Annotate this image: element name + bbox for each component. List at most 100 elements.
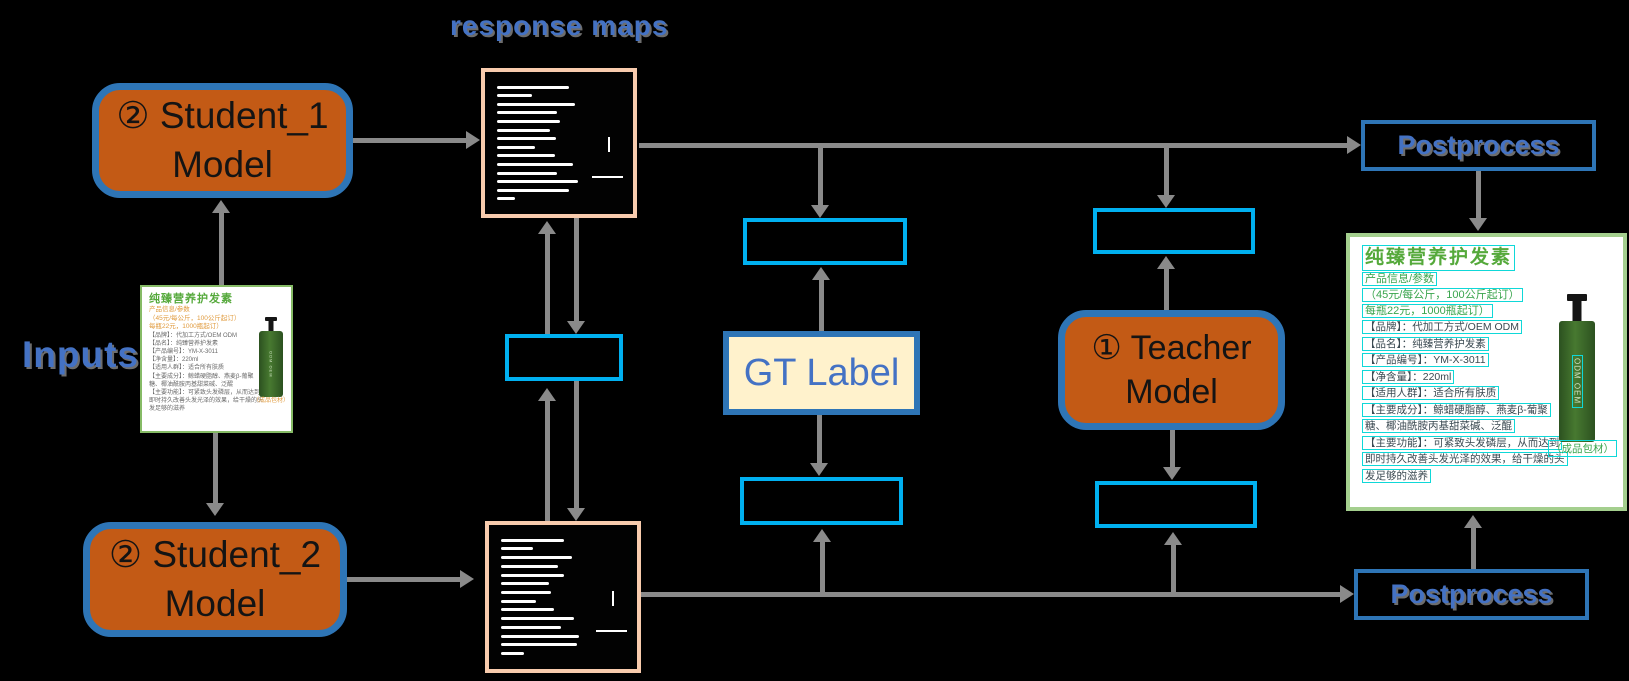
- text-response-line: [501, 599, 537, 603]
- text-response-line: [501, 547, 533, 551]
- text-response-line: [501, 591, 552, 595]
- loss-box-student1-student2: [505, 334, 623, 381]
- text-response-line: [501, 643, 577, 647]
- card-text-line: 【主要成分】：鲸蜡硬脂醇、燕麦β-葡聚: [1362, 402, 1617, 419]
- student1-label-line2: Model: [172, 143, 273, 185]
- arrow-teacher-to-loss-d: [1170, 430, 1175, 467]
- card-text-line: 每瓶22元，1000瓶起订）: [149, 323, 223, 330]
- card-text-line: 【品牌】：代加工方式/OEM ODM: [149, 332, 237, 339]
- arrowhead: [567, 508, 585, 521]
- bottle-label-text: ODM OEM: [268, 350, 274, 378]
- arrowhead: [811, 205, 829, 218]
- arrow-gt-to-loss-c: [817, 415, 822, 463]
- product-title: 纯臻营养护发素: [1362, 245, 1516, 271]
- card-text-line: 【品名】：纯臻营养护发素: [149, 340, 219, 347]
- package-label-mark: [595, 630, 627, 633]
- bottle-label-text: ODM OEM: [1571, 355, 1583, 408]
- response-maps-label: response maps: [450, 10, 669, 41]
- response-map-student1: [481, 68, 637, 218]
- bottle-pump-stem: [1572, 300, 1582, 322]
- arrow-student1-to-map1: [353, 138, 466, 143]
- card-text-line: （45元/每公斤，100公斤起订）: [149, 314, 241, 322]
- card-text-line: 发足够的滋养: [149, 406, 186, 413]
- card-text-line: 【产品编号】：YM-X-3011: [1362, 352, 1617, 369]
- text-response-line: [497, 188, 569, 192]
- loss-box-student1-teacher: [1093, 208, 1255, 254]
- card-text-line: 【产品编号】：YM-X-3011: [149, 348, 218, 355]
- arrowhead: [1157, 195, 1175, 208]
- response-map-lines: [501, 533, 627, 661]
- arrowhead: [1163, 467, 1181, 480]
- arrow-student2-to-map2: [347, 577, 460, 582]
- text-response-line: [497, 145, 535, 149]
- loss-box-student1-gt: [743, 218, 907, 265]
- arrowhead: [567, 321, 585, 334]
- card-text-line: 每瓶22元，1000瓶起订）: [1362, 303, 1617, 319]
- text-response-line: [497, 119, 560, 123]
- bottle-label-mark: [607, 137, 610, 153]
- text-response-line: [497, 94, 533, 98]
- text-response-line: [501, 634, 580, 638]
- text-response-line: [497, 162, 573, 166]
- ocr-result-card: 纯臻营养护发素 产品信息/参数（45元/每公斤，100公斤起订）每瓶22元，10…: [1346, 233, 1627, 511]
- arrowhead: [810, 463, 828, 476]
- arrowhead: [460, 570, 474, 588]
- branch-to-loss-d: [1171, 545, 1176, 592]
- postprocess-top-text: Postprocess: [1397, 130, 1560, 160]
- card-text-line: 产品信息/参数: [149, 306, 190, 313]
- package-label-mark: [591, 175, 623, 178]
- text-response-line: [497, 154, 555, 158]
- text-response-line: [497, 197, 515, 201]
- bottle-body: ODM OEM: [1559, 321, 1595, 442]
- gt-label-node: GT Label: [723, 331, 920, 415]
- response-map-student2: [485, 521, 641, 673]
- card-text-line: 即时持久改善头发光泽的效果，给干燥的头: [1362, 451, 1617, 468]
- card-text-line: 【主要功能】：可紧致头发磷层，从而达到: [149, 389, 261, 396]
- line-map1-to-postprocess: [639, 143, 1347, 148]
- arrow-postprocess-to-card: [1476, 171, 1481, 218]
- arrow-loss-e-to-map2: [574, 381, 579, 508]
- text-response-line: [501, 625, 562, 629]
- bottle-body: ODM OEM: [259, 331, 283, 397]
- postprocess-bottom-node: Postprocess: [1354, 569, 1589, 620]
- package-material-label: （成品包材）: [1548, 440, 1617, 457]
- arrowhead: [1340, 585, 1354, 603]
- text-response-line: [497, 171, 558, 175]
- bottle-pump-icon: [1567, 294, 1587, 301]
- arrowhead: [538, 388, 556, 401]
- product-info-lines: 产品信息/参数（45元/每公斤，100公斤起订）每瓶22元，1000瓶起订）: [1362, 271, 1617, 319]
- card-text-line: 【主要成分】：鲸蜡硬脂醇、燕麦β-葡聚: [149, 373, 254, 380]
- text-response-line: [501, 617, 575, 621]
- gt-label-text: GT Label: [743, 351, 900, 394]
- text-response-line: [501, 582, 549, 586]
- product-bottle: ODM OEM: [259, 317, 283, 397]
- card-text-line: 糖、椰油酰胺丙基甜菜碱、泛醌: [149, 381, 234, 388]
- card-text-line: 【净含量】：220ml: [1362, 369, 1617, 386]
- arrowhead: [1469, 218, 1487, 231]
- teacher-label-line1: ① Teacher: [1091, 328, 1252, 367]
- text-response-line: [497, 180, 578, 184]
- arrowhead: [538, 221, 556, 234]
- arrowhead: [1157, 256, 1175, 269]
- text-response-line: [501, 608, 554, 612]
- arrow-input-to-student2: [213, 433, 218, 503]
- branch-to-loss-a: [818, 148, 823, 205]
- card-text-line: 【适用人群】：适合所有肤质: [149, 365, 225, 372]
- arrowhead: [1347, 136, 1361, 154]
- arrow-teacher-to-loss-b: [1164, 269, 1169, 310]
- text-response-line: [497, 85, 569, 89]
- card-text-line: 【品牌】：代加工方式/OEM ODM: [1362, 319, 1617, 336]
- text-response-line: [497, 128, 550, 132]
- arrowhead: [466, 131, 480, 149]
- card-text-line: （45元/每公斤，100公斤起订）: [1362, 287, 1617, 303]
- package-material-label: （成品包材）: [252, 398, 289, 404]
- arrowhead: [212, 200, 230, 213]
- response-map-lines: [497, 80, 623, 206]
- arrowhead: [1164, 532, 1182, 545]
- branch-to-loss-b: [1164, 148, 1169, 195]
- text-response-line: [501, 556, 572, 560]
- product-detail-lines: 【品牌】：代加工方式/OEM ODM【品名】：纯臻营养护发素【产品编号】：YM-…: [1362, 319, 1617, 484]
- card-text-line: 【品名】：纯臻营养护发素: [1362, 336, 1617, 353]
- card-text-line: 糖、椰油酰胺丙基甜菜碱、泛醌: [1362, 418, 1617, 435]
